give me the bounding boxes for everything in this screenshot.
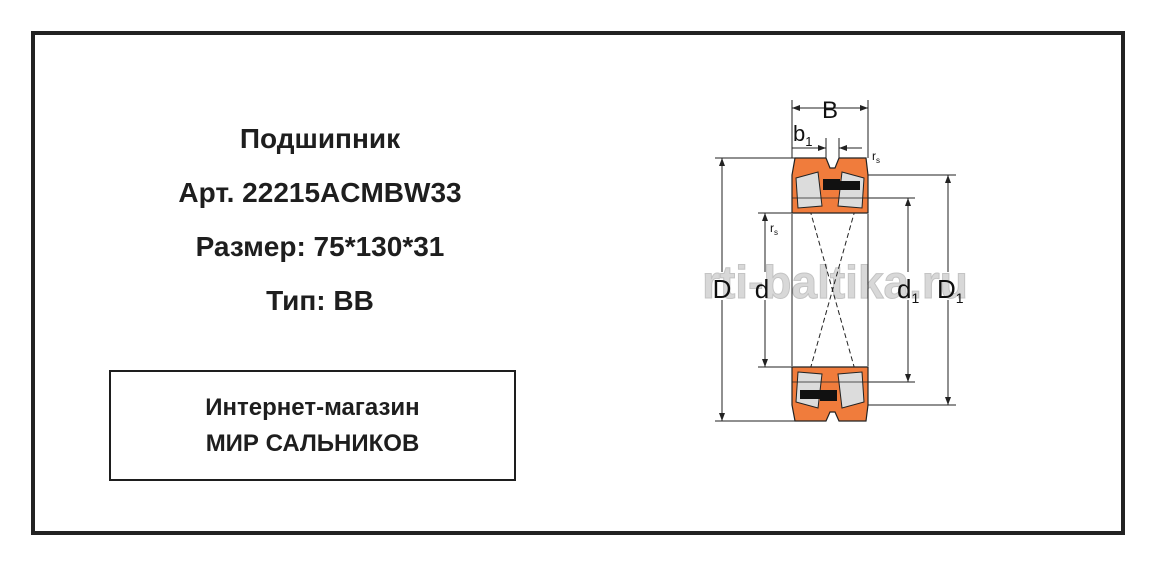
label-rs-top: rs	[872, 149, 880, 165]
label-width-B: B	[822, 97, 838, 124]
contact-angle-lines	[809, 209, 856, 371]
shop-box: Интернет-магазин МИР САЛЬНИКОВ	[109, 370, 516, 481]
product-name: Подшипник	[239, 123, 401, 154]
product-type: Тип: BB	[266, 285, 374, 316]
bearing-diagram: rti-baltika.ru	[702, 97, 968, 422]
bearing-outline	[791, 214, 869, 366]
label-outer-diameter-D: D	[713, 274, 732, 304]
bearing-bottom-section	[791, 366, 869, 422]
label-d1: d1	[897, 274, 919, 306]
label-D1: D1	[937, 274, 964, 306]
label-rs-inner: rs	[770, 221, 778, 237]
product-article: Арт. 22215ACMBW33	[178, 177, 462, 208]
shop-name: МИР САЛЬНИКОВ	[205, 430, 420, 457]
bearing-top-section	[791, 157, 869, 214]
label-bore-diameter-d: d	[755, 274, 769, 304]
dimension-arrows	[719, 105, 951, 421]
outer-frame	[31, 31, 1125, 535]
label-b1: b1	[793, 121, 812, 149]
product-info: Подшипник Арт. 22215ACMBW33 Размер: 75*1…	[120, 112, 520, 328]
product-size: Размер: 75*130*31	[195, 231, 445, 262]
shop-line-1: Интернет-магазин	[205, 394, 420, 421]
